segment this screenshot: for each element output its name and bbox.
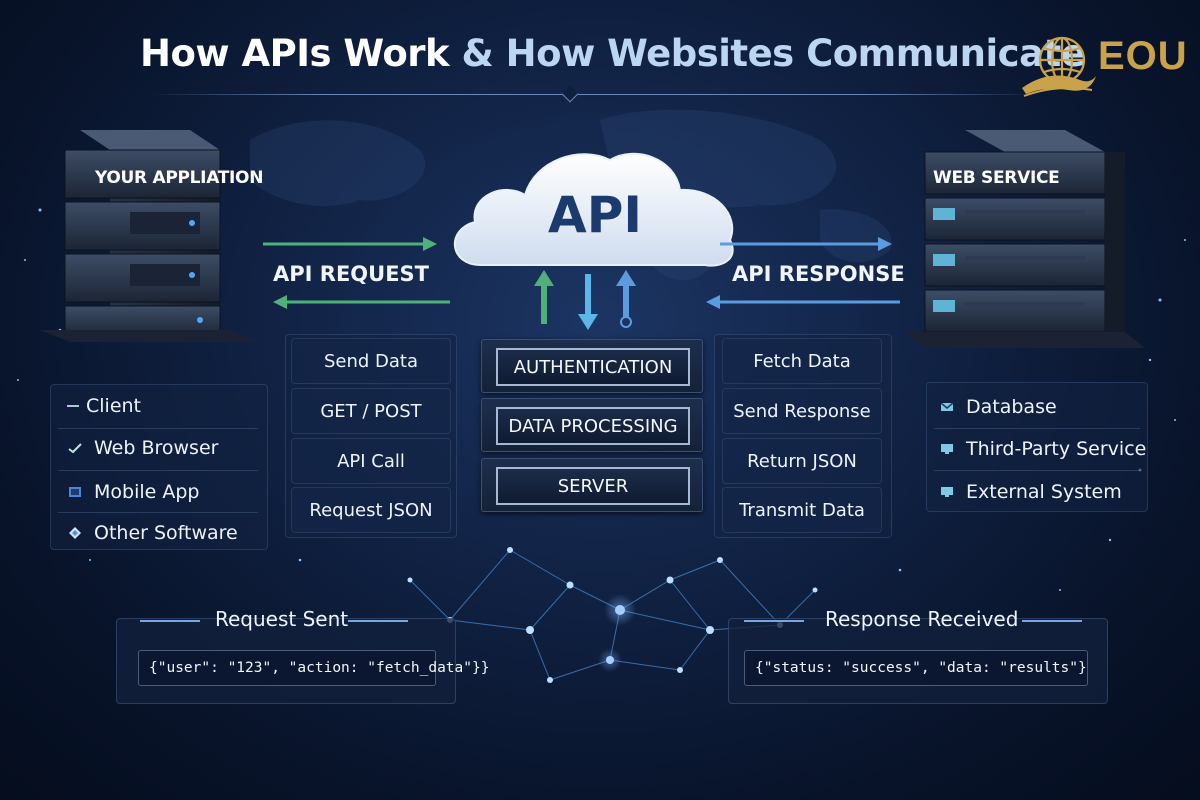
request-arrows (263, 237, 450, 309)
service-types-panel (926, 382, 1148, 512)
client-type-item: Mobile App (68, 481, 199, 503)
service-types-divider (934, 470, 1140, 471)
service-type-label: External System (966, 481, 1122, 503)
service-type-label: Third-Party Service (966, 438, 1147, 460)
title-divider (150, 94, 1040, 95)
database-icon (940, 402, 954, 411)
request-action-item: API Call (291, 438, 451, 484)
client-server-label: YOUR APPLIATION (95, 168, 264, 188)
client-type-label: Client (86, 395, 142, 417)
response-received-code: {"status: "success", "data: "results"} (744, 650, 1088, 686)
response-received-title: Response Received (825, 607, 1019, 631)
request-action-item: GET / POST (291, 388, 451, 434)
processing-step-label: AUTHENTICATION (496, 348, 690, 386)
api-response-label: API RESPONSE (732, 262, 905, 286)
response-action-item: Transmit Data (722, 487, 882, 533)
response-title-line-left (744, 620, 804, 622)
client-server-icon (40, 130, 260, 342)
dash-icon (67, 405, 79, 407)
request-title-line-right (348, 620, 408, 622)
page-title: How APIs Work & How Websites Communicate (140, 32, 1086, 75)
check-icon (68, 443, 82, 454)
client-type-item: Other Software (68, 522, 238, 544)
response-arrows (706, 237, 900, 309)
diamond-icon (69, 527, 81, 539)
network-graph-decor (407, 547, 818, 683)
screen-icon (941, 487, 953, 497)
service-type-item: External System (940, 481, 1122, 503)
title-part-1: How APIs Work (140, 32, 450, 75)
request-action-item: Send Data (291, 338, 451, 384)
api-request-label: API REQUEST (273, 262, 429, 286)
client-type-label: Other Software (94, 522, 238, 544)
processing-step-label: DATA PROCESSING (496, 407, 690, 445)
processing-step-box: SERVER (481, 458, 703, 512)
client-types-divider (58, 428, 258, 429)
title-part-2: & How Websites Communicate (461, 32, 1086, 75)
api-cloud-label: API (548, 186, 642, 244)
client-types-divider (58, 512, 258, 513)
client-types-panel (50, 384, 268, 550)
logo-text: EOU (1098, 34, 1188, 78)
processing-step-box: AUTHENTICATION (481, 339, 703, 393)
client-type-item: Web Browser (68, 437, 218, 459)
client-types-divider (58, 470, 258, 471)
service-type-item: Database (940, 396, 1057, 418)
web-service-server-icon (905, 130, 1145, 348)
service-type-item: Third-Party Service (940, 438, 1146, 460)
response-title-line-right (1022, 620, 1082, 622)
client-type-label: Web Browser (94, 437, 219, 459)
service-type-label: Database (966, 396, 1057, 418)
request-sent-title: Request Sent (215, 607, 349, 631)
request-title-line-left (140, 620, 200, 622)
client-type-item: Client (66, 395, 141, 417)
api-cloud-icon (454, 152, 734, 267)
processing-step-label: SERVER (496, 467, 690, 505)
service-types-divider (934, 428, 1140, 429)
request-sent-code: {"user": "123", "action: "fetch_data"}} (138, 650, 489, 686)
response-action-item: Return JSON (722, 438, 882, 484)
tablet-icon (69, 487, 81, 497)
processing-step-box: DATA PROCESSING (481, 398, 703, 452)
client-type-label: Mobile App (94, 481, 200, 503)
response-action-item: Send Response (722, 388, 882, 434)
screen-icon (941, 444, 953, 454)
web-service-label: WEB SERVICE (933, 168, 1060, 188)
cloud-connector-arrows (534, 270, 636, 330)
globe-icon (1022, 36, 1096, 97)
request-action-item: Request JSON (291, 487, 451, 533)
response-action-item: Fetch Data (722, 338, 882, 384)
